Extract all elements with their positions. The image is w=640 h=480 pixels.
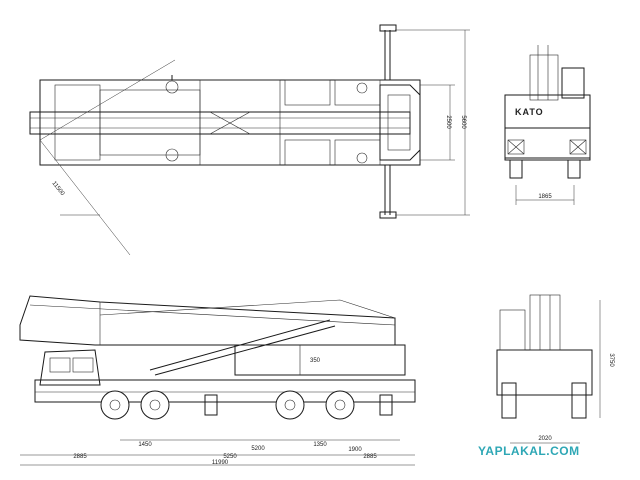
wheel [100, 390, 130, 420]
dim-1450: 1450 [138, 442, 152, 448]
rear-view: 3750 2020 [496, 294, 614, 444]
side-view-cab [39, 349, 101, 386]
front-view: KATO 1865 [504, 45, 591, 205]
kato-logo: KATO [515, 107, 544, 117]
dim-5200: 5200 [251, 446, 265, 452]
wheel [140, 390, 170, 420]
top-view: 11500 2500 5600 [29, 24, 470, 256]
width-outer-dimension: 5600 [460, 115, 466, 129]
side-view: 1450 5200 1350 1900 5250 350 2885 2885 1… [19, 295, 416, 466]
wheel [275, 390, 305, 420]
side-view-superstructure [234, 344, 406, 376]
top-view-cab [379, 84, 421, 161]
dim-1900: 1900 [348, 447, 362, 453]
rear-track-dimension: 2020 [538, 436, 552, 442]
site-watermark: YAPLAKAL.COM [478, 444, 580, 458]
dim-5250: 5250 [223, 454, 237, 460]
side-view-chassis [34, 379, 416, 403]
wheel [325, 390, 355, 420]
dim-rear-overhang: 2885 [363, 454, 377, 460]
radius-dimension: 11500 [50, 181, 65, 198]
dim-1350: 1350 [313, 442, 327, 448]
width-inner-dimension: 2500 [445, 115, 451, 129]
dim-front-overhang: 2885 [73, 454, 87, 460]
rear-view-body [496, 349, 593, 396]
boom-offset-dimension: 350 [310, 358, 321, 364]
front-track-dimension: 1865 [538, 194, 552, 200]
top-view-boom [29, 111, 411, 135]
overall-length-dimension: 11990 [212, 460, 229, 466]
swing-radius-line [39, 139, 131, 256]
side-view-boom [19, 295, 396, 346]
rear-height-dimension: 3750 [608, 353, 614, 367]
